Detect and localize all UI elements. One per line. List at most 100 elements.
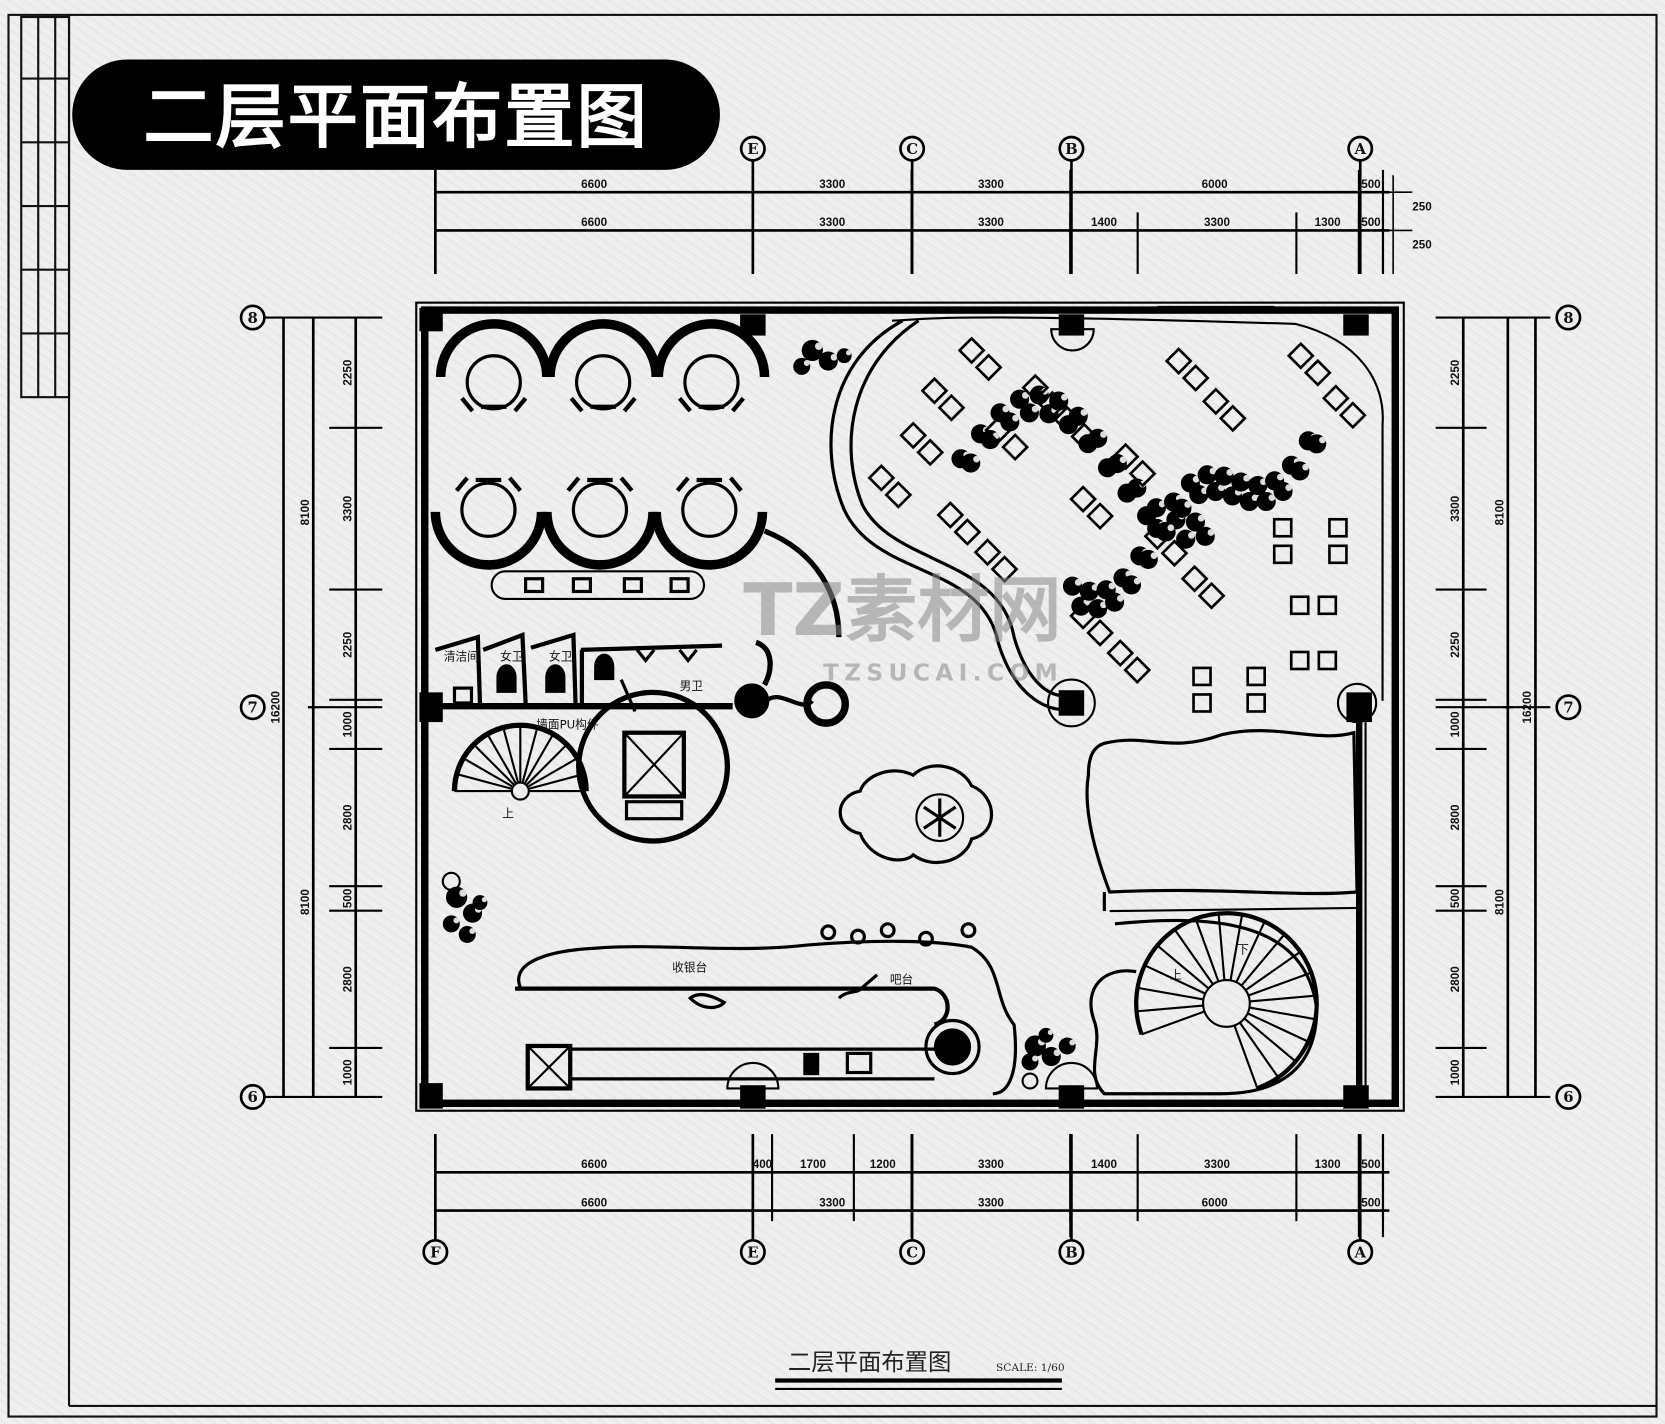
curved-walkway bbox=[763, 316, 1384, 711]
dim-right-detail-label: 2800 bbox=[1449, 804, 1462, 830]
planter-shrub-highlight bbox=[1032, 1055, 1039, 1062]
axis-bottom-A-bubble bbox=[1347, 1238, 1374, 1265]
axis-top-B-bubble bbox=[1058, 135, 1085, 162]
sink bbox=[524, 577, 545, 594]
stair-tread bbox=[502, 727, 520, 784]
dim-top-inner-label: 3300 bbox=[978, 216, 1004, 229]
table-seat bbox=[1192, 666, 1212, 687]
dim-top-inner-label: 1300 bbox=[1315, 216, 1341, 229]
dim-right-detail-label: 2250 bbox=[1449, 359, 1462, 385]
planter-vine-highlight bbox=[1150, 552, 1158, 559]
stair-tread bbox=[1247, 1012, 1309, 1043]
dim-left-detail-label: 3300 bbox=[341, 495, 354, 521]
dim-left-half-label: 8100 bbox=[299, 499, 312, 525]
table-seat bbox=[920, 376, 949, 405]
booth-table bbox=[460, 481, 517, 538]
planter-vine-highlight bbox=[1133, 577, 1141, 585]
stair-tread bbox=[1244, 950, 1301, 991]
sink bbox=[669, 577, 690, 594]
planter-vine-highlight bbox=[1319, 436, 1326, 444]
table-seat bbox=[916, 438, 945, 467]
dim-top-outer-label: 500 bbox=[1361, 178, 1381, 191]
planter-vine-highlight bbox=[1226, 468, 1234, 476]
booth-chair bbox=[677, 396, 745, 413]
stair-core bbox=[510, 781, 530, 801]
title-block-table bbox=[20, 15, 71, 399]
dim-top-inner-label: 6600 bbox=[581, 216, 607, 229]
stair-tread bbox=[1249, 1006, 1316, 1021]
table-seat bbox=[936, 501, 965, 529]
axis-right-6-label: 6 bbox=[1563, 1088, 1573, 1106]
planter-shrub-highlight bbox=[1047, 1029, 1053, 1035]
axis-right-8-bubble bbox=[1555, 304, 1582, 331]
stair-tread bbox=[1136, 1004, 1204, 1013]
planter-pot bbox=[1021, 1072, 1039, 1090]
label-mens-restroom: 男卫 bbox=[680, 679, 704, 693]
table-seat bbox=[1069, 602, 1097, 630]
dining-tables bbox=[867, 336, 1367, 713]
dim-top-inner-label: 3300 bbox=[819, 216, 845, 229]
planter-vine-highlight bbox=[1031, 405, 1039, 413]
dim-bottom-outer-label: 500 bbox=[1361, 1196, 1381, 1209]
booth-chair bbox=[569, 396, 637, 413]
table-seat bbox=[974, 353, 1003, 382]
booth-table bbox=[571, 481, 629, 538]
restroom-block bbox=[434, 631, 849, 727]
planter-vine-highlight bbox=[1268, 494, 1276, 502]
dim-left-detail-label: 1000 bbox=[341, 1059, 354, 1085]
planter-shrub-highlight bbox=[459, 889, 467, 897]
axis-left-7-label: 7 bbox=[248, 699, 258, 717]
table-seat bbox=[899, 421, 928, 450]
table-seat bbox=[984, 416, 1013, 444]
axis-top-C-bubble bbox=[899, 135, 926, 162]
booth-seat bbox=[651, 511, 768, 570]
dim-right-detail-label: 2800 bbox=[1449, 966, 1462, 992]
axis-bottom-F-label: F bbox=[430, 1243, 441, 1261]
dim-bottom-outer-label: 6000 bbox=[1202, 1196, 1228, 1209]
dim-bottom-inner-label: 6600 bbox=[581, 1158, 607, 1171]
label-stair-right-up: 上 bbox=[1170, 968, 1182, 982]
table-seat bbox=[1070, 422, 1099, 451]
footer-scale: SCALE: 1/60 bbox=[996, 1361, 1065, 1374]
dim-top-inner-label: 1400 bbox=[1091, 216, 1117, 229]
table-seat bbox=[937, 393, 966, 422]
stair-core bbox=[1202, 979, 1251, 1028]
table-seat bbox=[1128, 459, 1157, 488]
axis-bottom-E-label: E bbox=[747, 1243, 758, 1261]
table-seat bbox=[1201, 387, 1230, 416]
label-bar: 吧台 bbox=[890, 972, 913, 986]
table-seat bbox=[884, 480, 913, 509]
dim-left-detail-label: 500 bbox=[341, 888, 354, 908]
planter-vine-highlight bbox=[1243, 474, 1250, 482]
stair-tread bbox=[523, 733, 555, 785]
booth-seat bbox=[545, 319, 662, 378]
planter-shrub-highlight bbox=[803, 359, 810, 366]
table-seat bbox=[973, 538, 1002, 567]
booth-table bbox=[574, 354, 632, 411]
dim-left-detail-label: 1000 bbox=[341, 711, 354, 737]
planter-vine-highlight bbox=[1167, 524, 1175, 532]
elevator bbox=[576, 689, 731, 844]
planter-vine-highlight bbox=[1158, 500, 1166, 508]
dim-right-detail-label: 3300 bbox=[1449, 495, 1462, 521]
spiral-stair-left bbox=[451, 722, 589, 801]
stair-tread bbox=[462, 757, 514, 788]
axis-left-7-bubble bbox=[239, 694, 266, 721]
planter-shrub-highlight bbox=[481, 897, 488, 903]
dim-bottom-inner-label: 1400 bbox=[1091, 1158, 1117, 1171]
planter-shrub-highlight bbox=[846, 350, 852, 356]
axis-bottom-B-bubble bbox=[1058, 1238, 1085, 1265]
stair-tread bbox=[527, 757, 578, 788]
table-seat bbox=[1272, 517, 1293, 538]
drawing-footer: 二层平面布置图 SCALE: 1/60 bbox=[775, 1348, 1065, 1390]
planter-vine-highlight bbox=[1209, 467, 1217, 475]
dim-bottom-inner-label: 500 bbox=[1361, 1158, 1381, 1171]
axis-right-8-label: 8 bbox=[1563, 309, 1573, 327]
planter-shrub-highlight bbox=[814, 342, 823, 350]
table-seat bbox=[1328, 544, 1348, 565]
booth-table bbox=[683, 354, 740, 411]
booth-chair bbox=[566, 476, 634, 492]
dim-left-detail-label: 2800 bbox=[341, 966, 354, 992]
